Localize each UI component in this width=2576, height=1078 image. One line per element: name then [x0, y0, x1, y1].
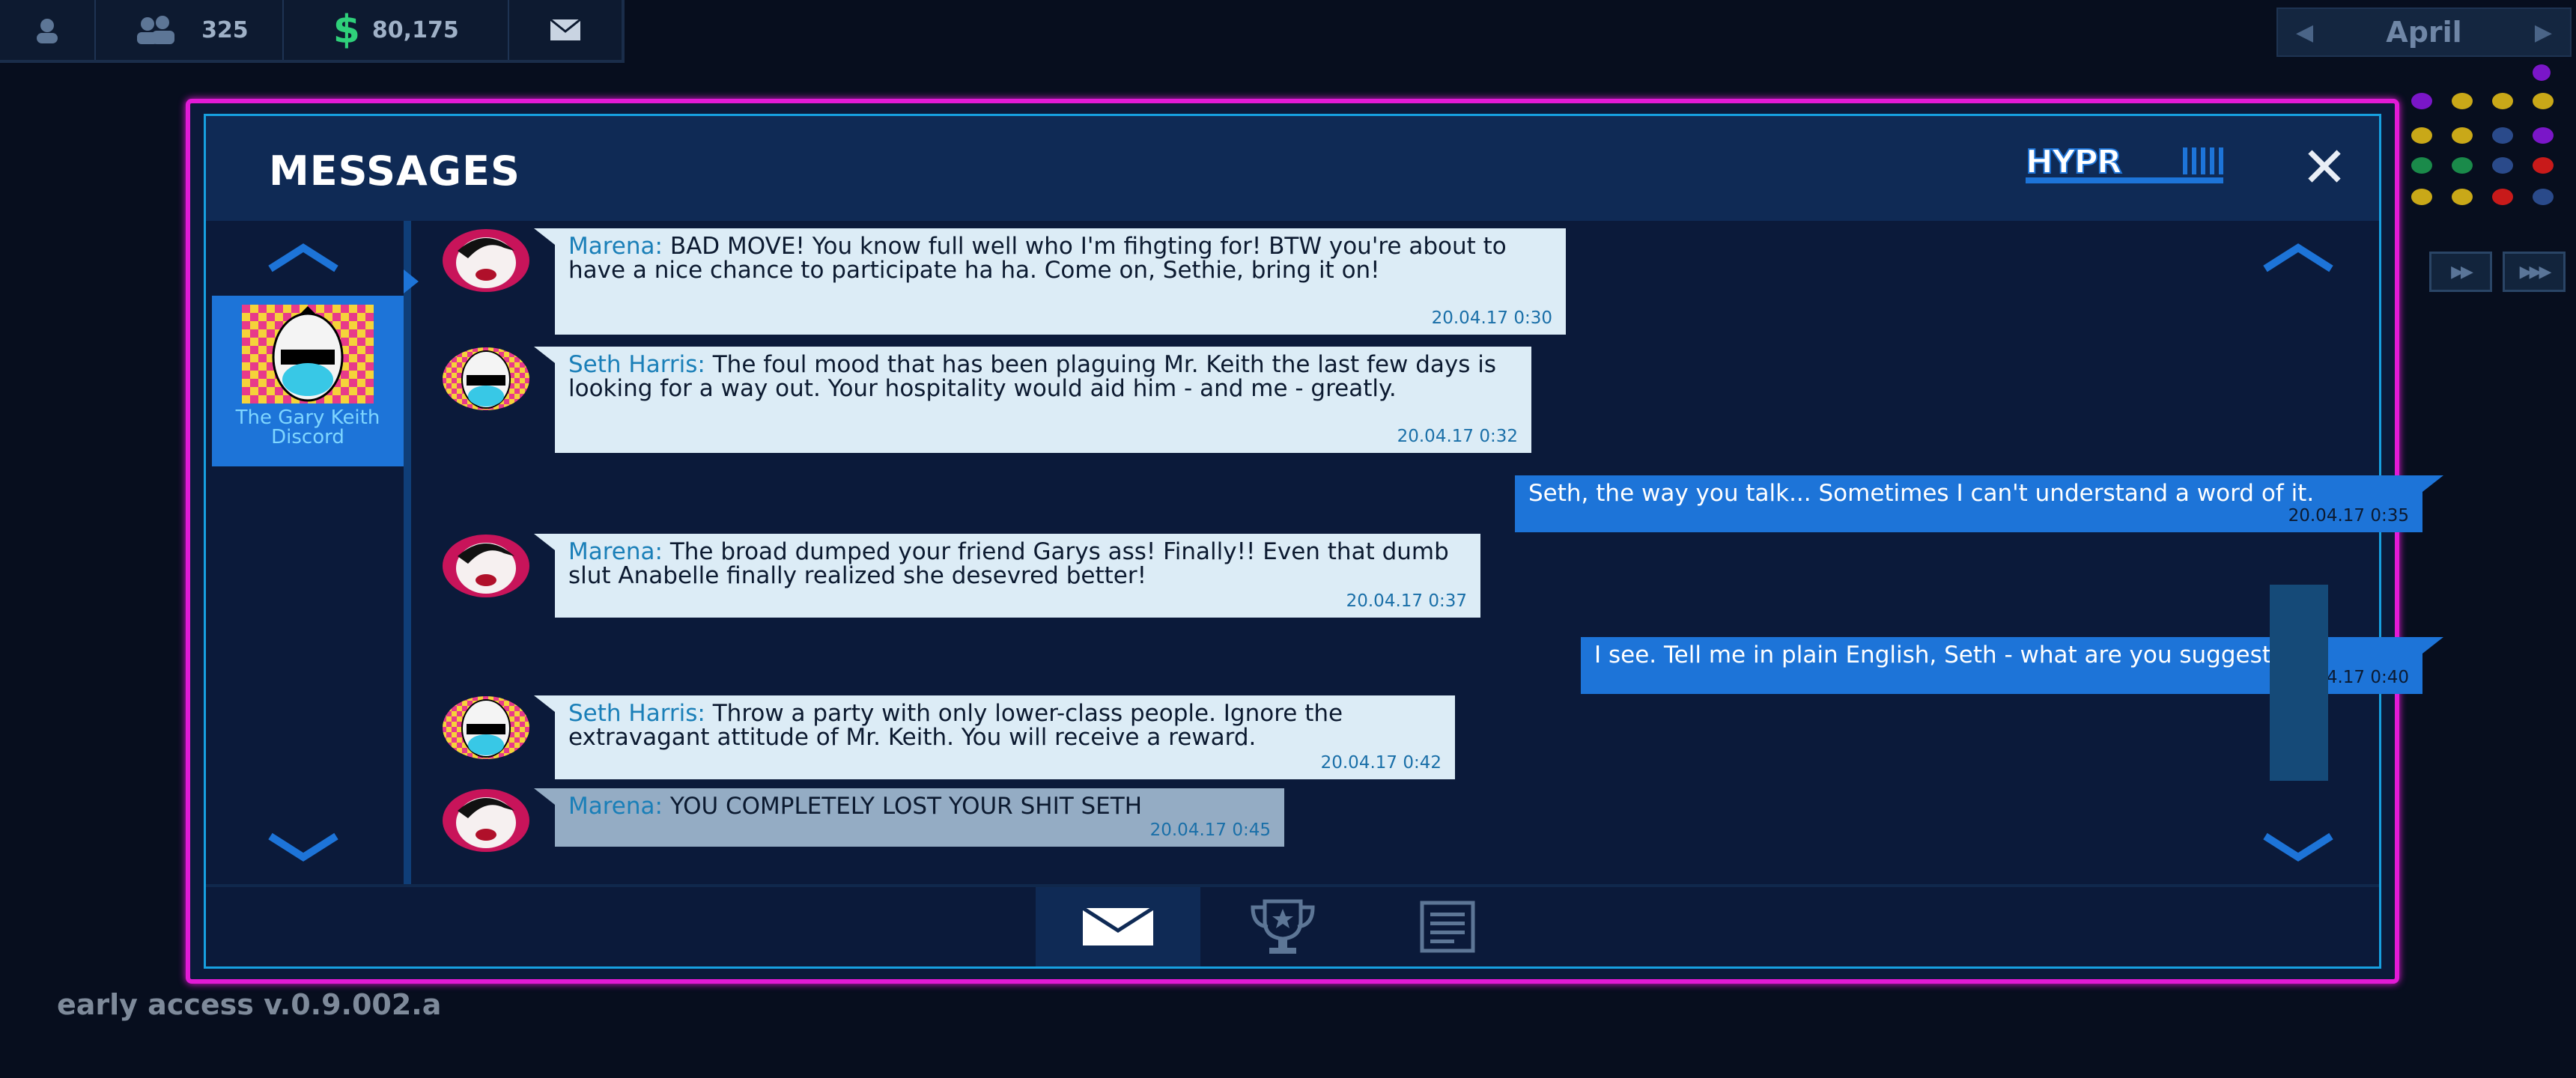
population-counter[interactable]: 325: [96, 0, 285, 60]
message-bubble: Marena: The broad dumped your friend Gar…: [534, 534, 1480, 618]
play-speed-button[interactable]: ▶▶: [2429, 252, 2492, 292]
message-sender: Marena:: [568, 793, 663, 820]
tab-messages[interactable]: [1036, 887, 1200, 966]
status-dot: [2452, 93, 2473, 109]
chevron-down-icon[interactable]: [266, 832, 341, 862]
status-dot: [2411, 189, 2432, 205]
population-value: 325: [201, 16, 249, 43]
message-time: 20.04.17 0:32: [1397, 427, 1518, 446]
message-time: 20.04.17 0:30: [1431, 308, 1552, 328]
trophy-icon: [1251, 899, 1315, 954]
status-dot: [2533, 93, 2554, 109]
message-bubble: Seth Harris: The foul mood that has been…: [534, 347, 1531, 453]
calendar-bar: ◀ April ▶: [2276, 7, 2572, 57]
message-bubble: Marena: YOU COMPLETELY LOST YOUR SHIT SE…: [534, 788, 1284, 847]
avatar-marena: [443, 535, 529, 597]
dollar-icon: $: [332, 7, 360, 52]
status-dot: [2533, 127, 2554, 144]
message-bubble: Seth Harris: Throw a party with only low…: [534, 695, 1455, 779]
month-label: April: [2386, 16, 2462, 49]
envelope-icon: [550, 18, 582, 40]
document-icon: [1420, 901, 1475, 953]
status-dot: [2492, 157, 2513, 174]
scroll-up-icon[interactable]: [2261, 243, 2336, 272]
people-icon: [137, 16, 175, 44]
message-sender: Seth Harris:: [568, 351, 705, 378]
status-dot: [2452, 189, 2473, 205]
close-button[interactable]: ✕: [2300, 135, 2348, 200]
dialog-header: MESSAGES HYPR ✕: [206, 116, 2379, 221]
avatar-marena: [443, 789, 529, 852]
message-time: 20.04.17 0:37: [1346, 591, 1467, 611]
message-time: 20.04.17 0:42: [1320, 753, 1442, 773]
status-dot: [2411, 93, 2432, 109]
status-dot: [2533, 189, 2554, 205]
avatar-seth-harris: [443, 696, 529, 759]
envelope-icon: [1081, 906, 1155, 945]
hypr-logo: HYPR: [2024, 142, 2237, 188]
status-dot: [2492, 127, 2513, 144]
version-label: early access v.0.9.002.a: [57, 988, 442, 1021]
prev-month-button[interactable]: ◀: [2296, 19, 2314, 46]
avatar-marena: [443, 229, 529, 292]
svg-text:HYPR: HYPR: [2026, 143, 2121, 181]
status-dot: [2411, 127, 2432, 144]
status-dot: [2533, 157, 2554, 174]
money-value: 80,175: [371, 16, 459, 43]
message-text: The foul mood that has been plaguing Mr.…: [568, 351, 1497, 402]
money-counter[interactable]: $ 80,175: [284, 0, 510, 60]
fast-speed-button[interactable]: ▶▶▶: [2503, 252, 2566, 292]
message-sender: Marena:: [568, 538, 663, 565]
eye-person-icon: [36, 19, 58, 43]
messages-panel: MESSAGES HYPR ✕ The Gar: [204, 114, 2443, 969]
chevron-up-icon[interactable]: [266, 243, 341, 272]
visitors-button[interactable]: [0, 0, 96, 60]
scroll-down-icon[interactable]: [2261, 832, 2336, 862]
top-hud: 325 $ 80,175: [0, 0, 625, 63]
message-sender: Marena:: [568, 233, 663, 260]
dialog-title: MESSAGES: [269, 147, 520, 195]
message-thread: Marena: BAD MOVE! You know full well who…: [411, 221, 2443, 884]
mail-button[interactable]: [509, 0, 622, 60]
contacts-sidebar: The Gary Keith Discord: [206, 221, 411, 884]
avatar-seth-harris: [443, 347, 529, 410]
message-text: The broad dumped your friend Garys ass! …: [568, 538, 1449, 589]
next-month-button[interactable]: ▶: [2534, 19, 2552, 46]
scrollbar-thumb[interactable]: [2270, 585, 2328, 781]
selected-contact-pointer: [404, 270, 419, 293]
dialog-footer-tabs: [206, 884, 2379, 966]
messages-dialog: MESSAGES HYPR ✕ The Gar: [186, 99, 2443, 984]
status-dot: [2492, 189, 2513, 205]
message-time: 20.04.17 0:35: [2288, 506, 2409, 526]
tab-log[interactable]: [1365, 887, 1530, 966]
message-bubble-outgoing: Seth, the way you talk... Sometimes I ca…: [1515, 475, 2443, 532]
status-dot: [2492, 93, 2513, 109]
contact-item-gary-keith-discord[interactable]: The Gary Keith Discord: [212, 296, 404, 466]
message-text: YOU COMPLETELY LOST YOUR SHIT SETH: [662, 793, 1143, 820]
message-time: 20.04.17 0:45: [1149, 820, 1271, 840]
status-dot: [2452, 127, 2473, 144]
message-text: Throw a party with only lower-class peop…: [568, 700, 1343, 751]
contact-name: The Gary Keith Discord: [235, 406, 380, 448]
message-text: I see. Tell me in plain English, Seth - …: [1594, 642, 2320, 669]
status-dot: [2533, 64, 2551, 81]
message-bubble: Marena: BAD MOVE! You know full well who…: [534, 228, 1566, 335]
message-sender: Seth Harris:: [568, 700, 705, 727]
status-dot: [2452, 157, 2473, 174]
tab-achievements[interactable]: [1200, 887, 1365, 966]
message-text: BAD MOVE! You know full well who I'm fih…: [568, 233, 1507, 284]
message-text: Seth, the way you talk... Sometimes I ca…: [1528, 480, 2315, 507]
avatar-gary-keith: [242, 305, 374, 404]
status-dot: [2411, 157, 2432, 174]
